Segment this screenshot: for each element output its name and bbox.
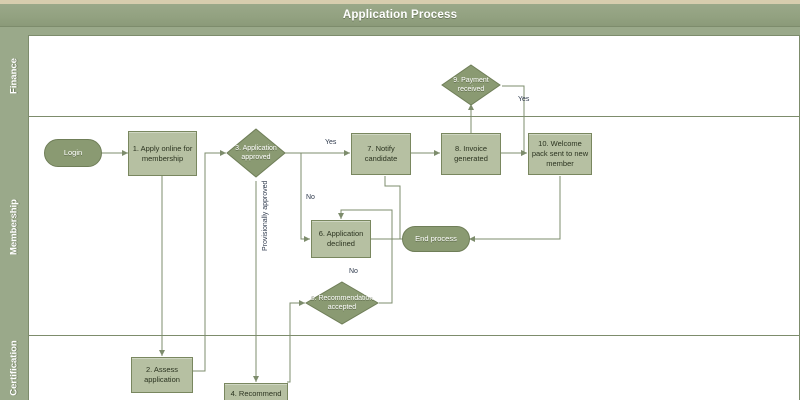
edge-10-to-end: [469, 176, 561, 242]
edge-label-provisionally-approved: Provisionally approved: [262, 180, 269, 251]
diamond-shape-step3: [226, 128, 286, 178]
node-step6-application-declined[interactable]: 6. Application declined: [311, 220, 371, 258]
node-end-label: End process: [415, 234, 457, 243]
node-login[interactable]: Login: [44, 139, 102, 167]
node-step1-apply-online[interactable]: 1. Apply online for membership: [128, 131, 197, 176]
node-end-process[interactable]: End process: [402, 226, 470, 252]
edge-label-approved-yes: Yes: [325, 139, 337, 146]
edge-label-approved-no: No: [306, 194, 315, 201]
edge-label-recommendation-no: No: [349, 268, 358, 275]
node-step3-application-approved[interactable]: 3. Application approved: [226, 128, 286, 178]
diagram-title-bar: Application Process: [0, 4, 800, 27]
window-top-strip: [0, 0, 800, 4]
diamond-shape-step5: [305, 281, 379, 325]
node-step9-payment-received[interactable]: 9. Payment received: [441, 64, 501, 106]
node-step6-label: 6. Application declined: [318, 229, 364, 248]
node-step4-recommend-different-level[interactable]: 4. Recommend different level of membersh…: [224, 383, 288, 400]
swimlane-header-membership: Membership: [0, 117, 29, 337]
edge-4-to-5: [287, 300, 305, 383]
node-step8-invoice-generated[interactable]: 8. Invoice generated: [441, 133, 501, 175]
swimlane-label-certification: Certification: [8, 340, 20, 396]
node-step2-assess-application[interactable]: 2. Assess application: [131, 357, 193, 393]
node-step8-label: 8. Invoice generated: [454, 144, 488, 163]
node-step1-label: 1. Apply online for membership: [132, 143, 193, 163]
node-login-label: Login: [63, 148, 83, 157]
edge-2-to-3: [191, 150, 226, 372]
node-step4-label: 4. Recommend different level of membersh…: [230, 389, 283, 400]
node-step2-label: 2. Assess application: [144, 365, 180, 384]
edge-7-to-endline: [384, 176, 401, 239]
swimlane-label-finance: Finance: [8, 58, 20, 94]
swimlane-label-membership: Membership: [8, 198, 20, 255]
node-step7-label: 7. Notify candidate: [364, 144, 398, 163]
node-step10-label: 10. Welcome pack sent to new member: [531, 139, 589, 168]
node-step10-welcome-pack[interactable]: 10. Welcome pack sent to new member: [528, 133, 592, 175]
lane-divider-finance-membership: [28, 116, 800, 117]
lane-divider-membership-certification: [28, 335, 800, 336]
title-sub-strip: [0, 27, 800, 36]
diamond-shape-step9: [441, 64, 501, 106]
swimlane-header-finance: Finance: [0, 35, 29, 118]
node-step7-notify-candidate[interactable]: 7. Notify candidate: [351, 133, 411, 175]
page-title: Application Process: [342, 9, 458, 21]
edge-label-payment-yes: Yes: [518, 96, 530, 103]
node-step5-recommendation-accepted[interactable]: 5. Recommendation accepted: [305, 281, 379, 325]
swimlane-header-certification: Certification: [0, 336, 29, 400]
